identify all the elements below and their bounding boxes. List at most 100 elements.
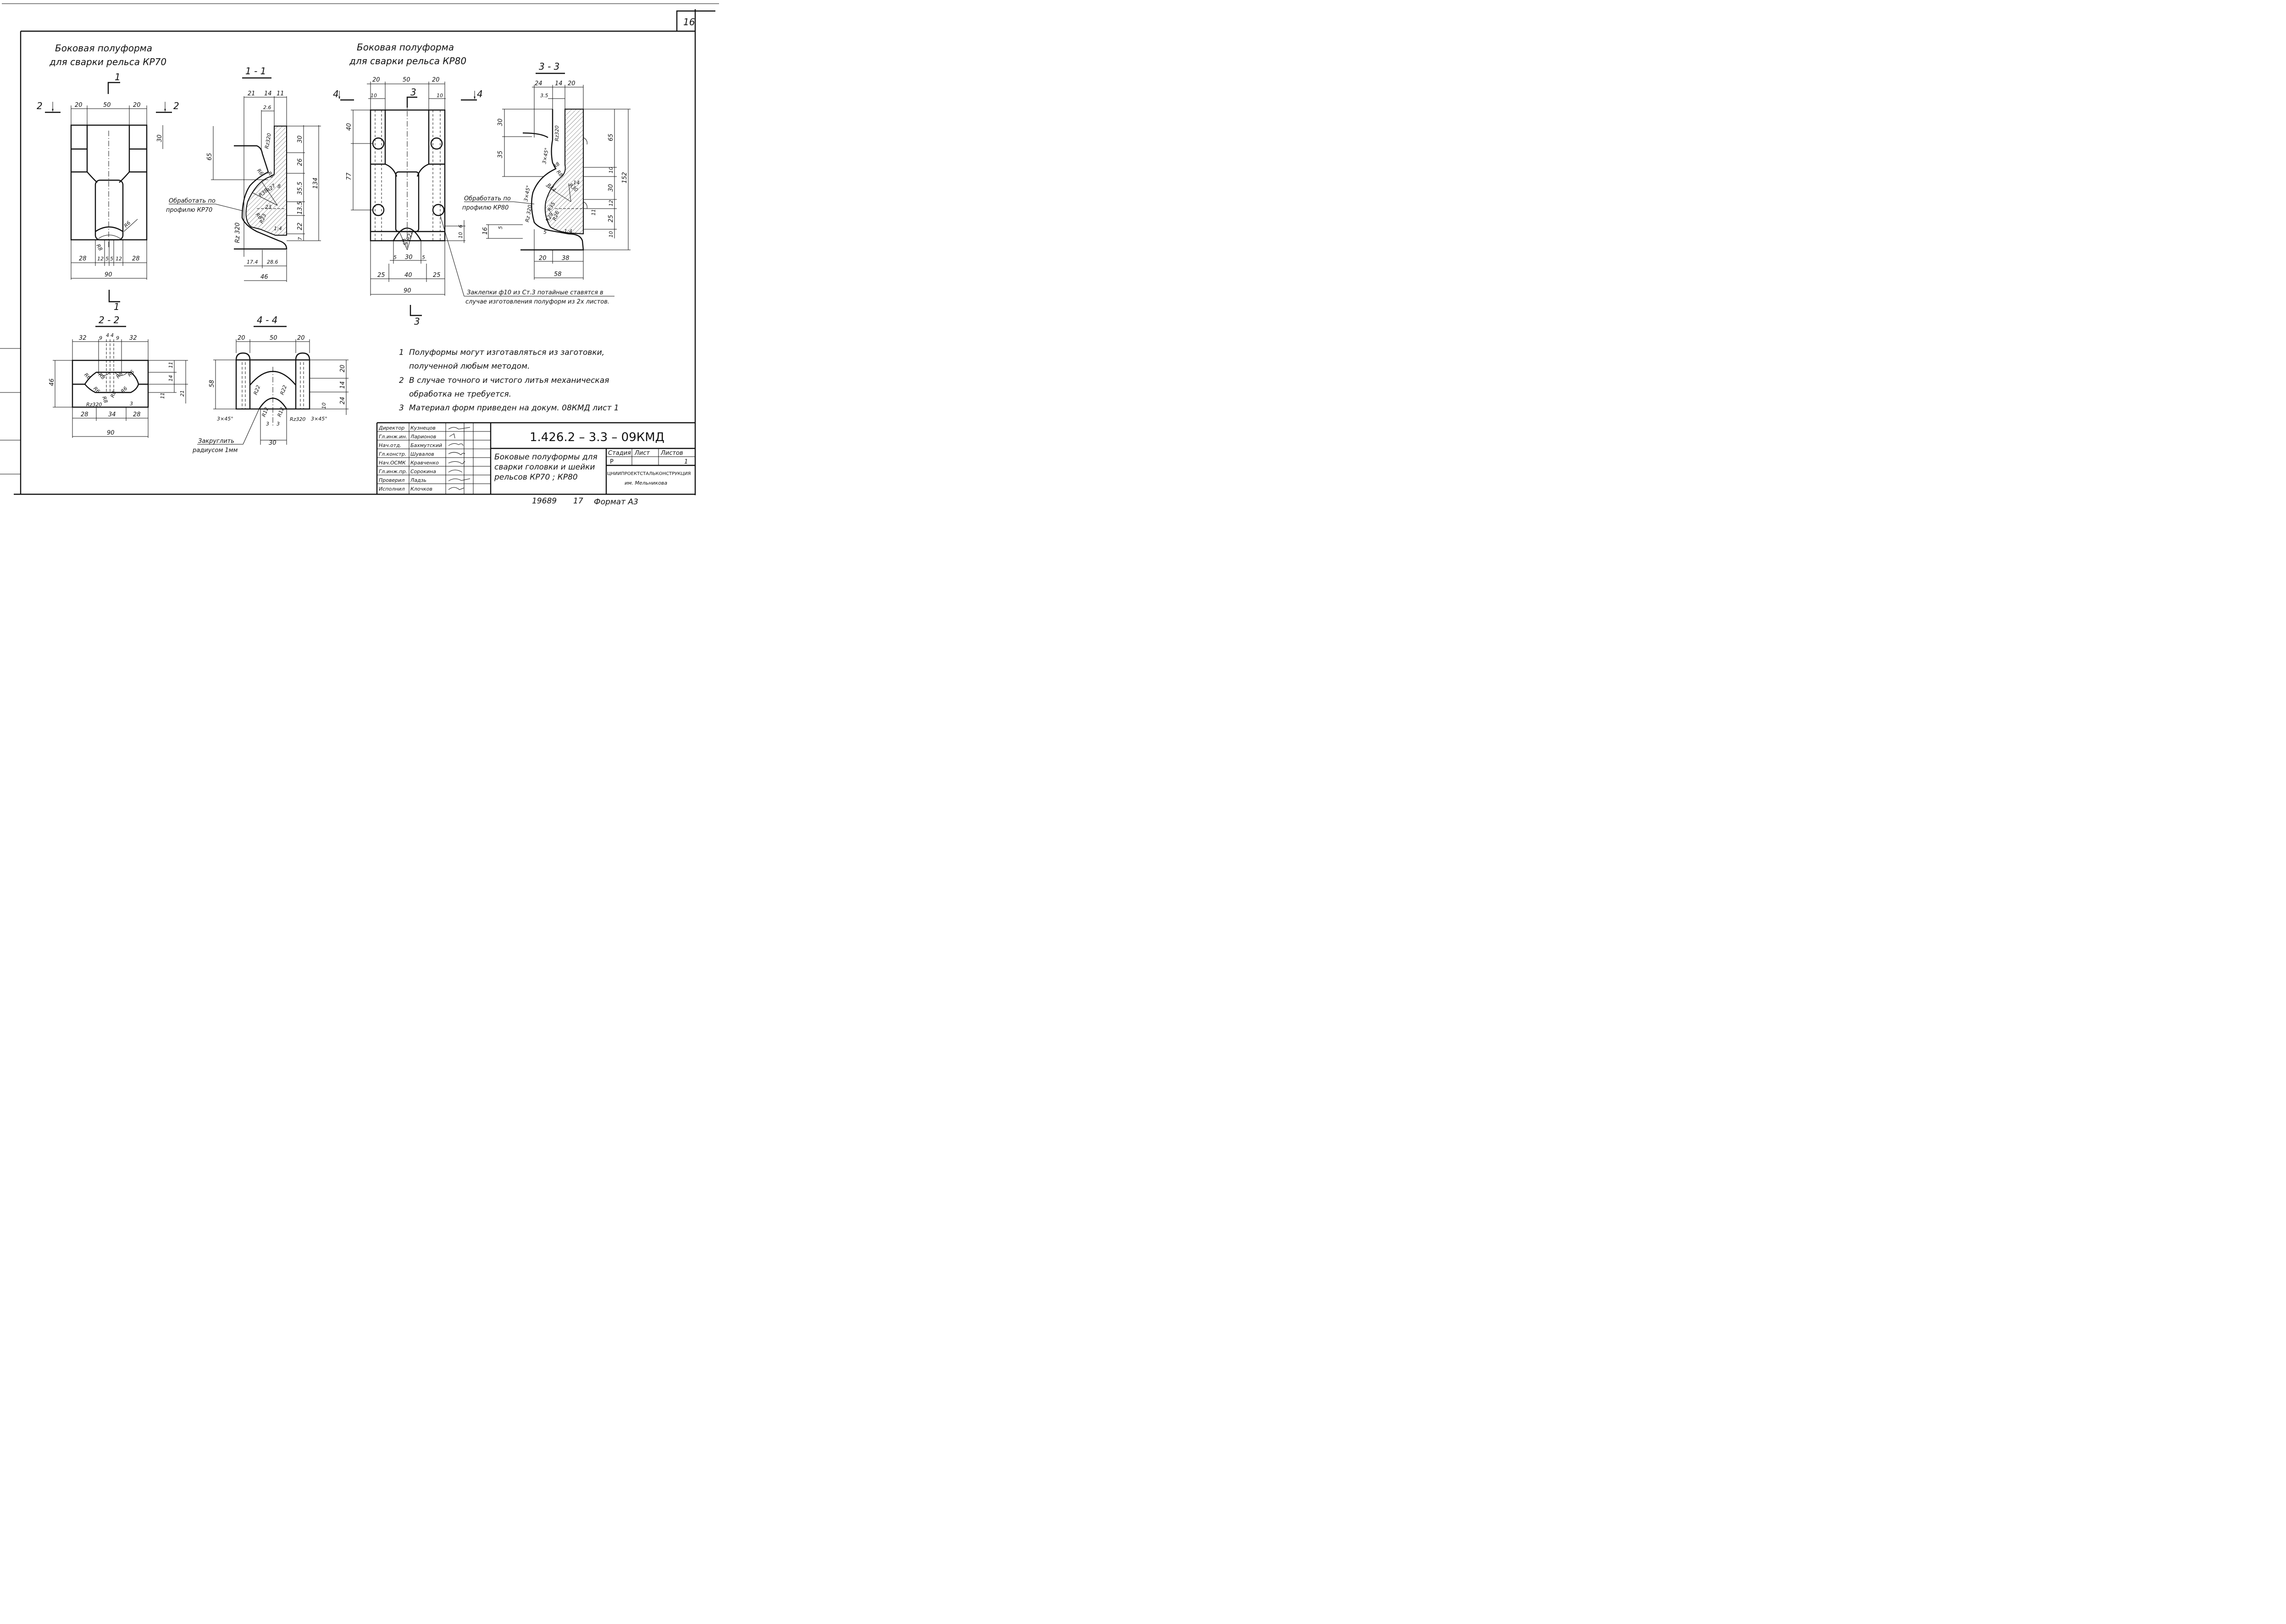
s11-dim-top-2: 11 xyxy=(277,90,284,97)
s22-dim-left: 46 xyxy=(49,378,55,386)
s33-dim-right-3: 12 xyxy=(608,200,614,206)
view-kr70: Боковая полуформа для сварки рельса КР70… xyxy=(37,43,179,312)
s44-dim-right-1: 14 xyxy=(339,381,346,389)
role-7: Исполнил xyxy=(379,486,405,492)
section-1-1-title: 1 - 1 xyxy=(245,66,266,77)
s44-r0: R22 xyxy=(253,384,262,396)
s33-r6: 14 xyxy=(573,180,580,186)
s44-r4: 3 xyxy=(266,421,269,427)
s11-dim-top-1: 14 xyxy=(264,90,272,97)
s11-r9: 1:4 xyxy=(274,226,282,232)
role-2: Нач.отд. xyxy=(379,442,401,448)
s11-rz-left: Rz 320 xyxy=(234,222,241,243)
rivet-note-line2: случае изготовления полуформ из 2х листо… xyxy=(465,298,609,305)
s33-dim-bottom-0: 20 xyxy=(539,255,547,262)
format-label: Формат А3 xyxy=(594,497,638,507)
kr70-mark-1-top: 1 xyxy=(115,72,121,83)
s22-dim-bottom-1: 34 xyxy=(108,411,116,418)
kr80-outline xyxy=(370,101,446,250)
kr80-mark-4-left: 4 xyxy=(333,88,339,99)
s44-note-line1: Закруглить xyxy=(198,438,234,445)
footer-number: 17 xyxy=(573,497,583,506)
kr70-dim-top-2: 20 xyxy=(133,102,141,109)
s33-r12: 5 xyxy=(543,229,547,235)
doc-code: 1.426.2 – 3.3 – 09КМД xyxy=(530,431,664,444)
role-6: Проверил xyxy=(379,477,404,483)
s44-dim-top-2: 20 xyxy=(297,335,305,342)
name-7: Клочков xyxy=(410,486,432,492)
footer: 19689 17 Формат А3 xyxy=(532,497,638,507)
s44-r5: 3 xyxy=(277,421,280,427)
kr80-dim-right-1: 10 xyxy=(458,232,464,238)
s44-chamfer-0: 3×45° xyxy=(217,416,233,422)
s22-r9: 3 xyxy=(130,401,133,407)
name-5: Сорокина xyxy=(410,469,436,475)
s33-dim-right-2: 30 xyxy=(608,184,614,192)
s11-dim-right-0: 30 xyxy=(297,135,304,143)
name-3: Шувалов xyxy=(410,451,434,457)
rivet-note-line1: Заклепки ф10 из Ст.3 потайные ставятся в xyxy=(467,289,603,296)
kr80-dim-top-1: 50 xyxy=(403,77,410,83)
name-0: Кузнецов xyxy=(410,425,436,431)
kr70-title-line2: для сварки рельса КР70 xyxy=(49,56,166,67)
kr80-title-line2: для сварки рельса КР80 xyxy=(349,55,466,66)
name-6: Ладзь xyxy=(410,477,426,483)
s11-r0: Rz320 xyxy=(264,133,272,149)
s33-note-line2: профилю КР80 xyxy=(462,204,509,211)
note-3-line1: Материал форм приведен на докум. 08КМД л… xyxy=(409,403,619,413)
kr70-dim-bottom-2: 5 xyxy=(105,256,109,262)
kr80-dim-left-0: 40 xyxy=(346,123,353,131)
s33-dim-bottom-1: 38 xyxy=(562,255,570,262)
note-2-line1: В случае точного и чистого литья механич… xyxy=(409,376,609,385)
s33-dim-left-0: 30 xyxy=(497,118,504,126)
view-kr80: Боковая полуформа для сварки рельса КР80… xyxy=(333,42,483,327)
kr70-dim-bottom-3: 5 xyxy=(110,256,113,262)
kr70-dim-total: 90 xyxy=(105,271,112,278)
section-1-1: 1 - 1 21 14 11 2.6 30 26 35.5 13.5 22 7 … xyxy=(166,66,321,282)
s44-dim-right-3: 10 xyxy=(321,403,327,409)
kr80-dimensions: 20 50 20 10 10 40 77 6 10 5 30 5 25 40 2… xyxy=(346,77,465,296)
kr70-dimensions: 20 50 20 30 28 12 5 5 12 28 90 R8 R6 xyxy=(71,102,163,280)
kr70-section-marks: 1 1 2 2 xyxy=(37,72,179,312)
inventory-number: 19689 xyxy=(532,497,557,506)
s22-r5: R8 xyxy=(101,396,109,404)
kr80-radius-0: R5 xyxy=(400,238,408,246)
s33-dim-right-4: 25 xyxy=(608,215,614,222)
description-line2: сварки головки и шейки xyxy=(494,463,595,472)
section-4-4: 4 - 4 20 50 20 58 20 14 24 10 R22 R22 R1… xyxy=(192,315,349,454)
section-4-4-title: 4 - 4 xyxy=(257,315,277,326)
kr70-radius-0: R8 xyxy=(95,243,104,252)
s22-r1: R8 xyxy=(97,372,106,381)
s44-note-line2: радиусом 1мм xyxy=(192,447,238,454)
s22-dim-right-2: 21 xyxy=(179,390,185,397)
s44-r6: Rz320 xyxy=(290,416,305,422)
s33-r0: Rz320 xyxy=(554,126,560,141)
s33-r11: 1:4 xyxy=(564,228,572,234)
s11-dim-a: 2.6 xyxy=(263,105,271,110)
signatures xyxy=(448,427,470,490)
kr80-dim-top2-1: 10 xyxy=(437,93,443,99)
s11-dim-left: 65 xyxy=(206,153,213,160)
kr80-dim-right-0: 6 xyxy=(458,225,464,228)
s33-dim-5: 5 xyxy=(498,226,504,229)
role-4: Нач.ОСМК xyxy=(379,460,406,466)
kr80-mark-3-bottom: 3 xyxy=(414,316,420,327)
s22-r4: R6 xyxy=(92,386,101,395)
s11-dim-total-right: 134 xyxy=(312,177,319,189)
kr80-mark-3-top: 3 xyxy=(410,87,416,98)
stage-label: Стадия xyxy=(608,450,631,457)
s44-dim-top-1: 50 xyxy=(270,335,277,342)
s33-r2: R8 xyxy=(552,161,561,170)
section-3-3-title: 3 - 3 xyxy=(539,61,559,72)
kr80-dim-bottom-1: 30 xyxy=(405,254,413,261)
org-line1: ЦНИИПРОЕКТСТАЛЬКОНСТРУКЦИЯ xyxy=(607,471,691,476)
s44-r3: R12 xyxy=(277,406,286,418)
kr80-dim-top2-0: 10 xyxy=(371,93,377,99)
s33-r1: 3×45° xyxy=(541,147,550,164)
section-3-3: 3 - 3 24 14 20 3.5 30 35 65 10 30 12 25 … xyxy=(462,61,631,280)
s22-dim-top-2: 4 xyxy=(106,332,109,338)
kr70-dim-bottom-0: 28 xyxy=(79,255,87,262)
description-line1: Боковые полуформы для xyxy=(494,453,598,462)
s22-dim-top-0: 32 xyxy=(79,335,87,342)
s11-dim-right-2: 35.5 xyxy=(297,182,304,195)
